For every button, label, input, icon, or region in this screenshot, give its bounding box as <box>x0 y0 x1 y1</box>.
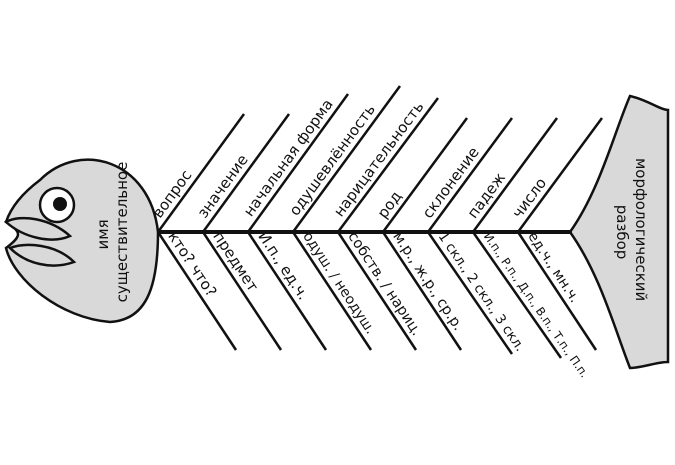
rib-top-5 <box>336 97 440 233</box>
rib-bottom-3 <box>246 231 328 351</box>
tail-label-line-1: морфологический <box>632 158 650 301</box>
rib-top-1 <box>156 113 246 233</box>
rib-top-2 <box>201 113 291 233</box>
fish-head <box>4 158 160 324</box>
rib-top-8 <box>471 117 559 233</box>
rib-top-4 <box>291 85 402 233</box>
rib-bottom-6 <box>381 231 463 351</box>
head-label-line-1: имя <box>94 219 112 249</box>
fish-lower-lip <box>7 243 77 267</box>
head-label-line-2: существительное <box>113 162 131 303</box>
rib-top-7 <box>426 117 514 233</box>
fish-upper-lip <box>3 216 73 241</box>
tail-label-line-2: разбор <box>613 205 631 260</box>
rib-bottom-7 <box>426 231 514 355</box>
rib-bottom-2 <box>201 231 283 351</box>
rib-bottom-4 <box>291 231 373 351</box>
rib-top-9 <box>516 117 604 233</box>
rib-bottom-5 <box>336 231 418 351</box>
rib-bottom-9 <box>516 231 598 351</box>
tail-label: морфологический разбор <box>613 158 650 306</box>
fish-tail <box>568 94 670 370</box>
head-label: имя существительное <box>94 162 131 303</box>
fish-pupil <box>53 197 67 211</box>
rib-top-3 <box>246 93 350 233</box>
rib-top-6 <box>381 117 469 233</box>
rib-label-top-6: род <box>374 188 406 222</box>
rib-bottom-1 <box>156 231 238 351</box>
rib-bottom-8 <box>471 231 563 359</box>
